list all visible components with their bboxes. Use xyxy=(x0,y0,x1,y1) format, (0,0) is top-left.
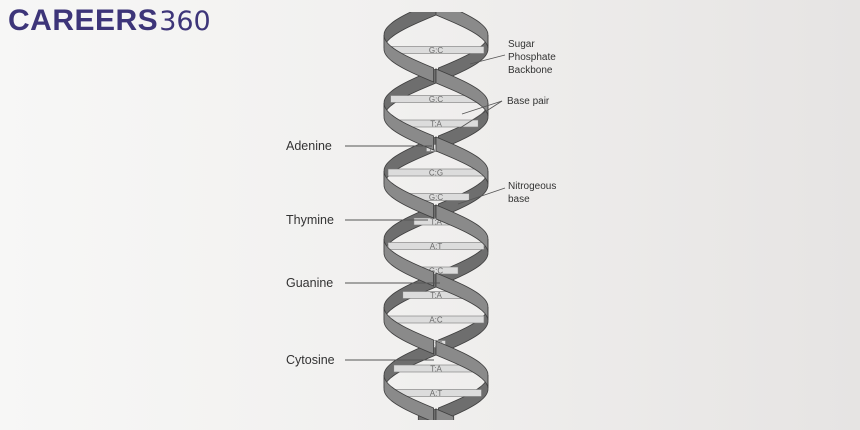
base-pair-label: G:C xyxy=(429,46,443,55)
backbone-strand-b xyxy=(435,68,489,117)
backbone-leader xyxy=(469,54,506,65)
label-backbone: Backbone xyxy=(508,65,553,76)
backbone-strand-a xyxy=(435,136,489,185)
label-base: base xyxy=(508,194,530,205)
backbone-front-strand xyxy=(383,12,489,420)
base-pair-label: A:T xyxy=(430,389,443,398)
backbone-strand-b xyxy=(383,170,434,219)
label-nitrogeous: Nitrogeous xyxy=(508,181,556,192)
base-pairs: G:CG:CT:AA:TC:GG:CT:AA:TG:CT:AA:CC:GT:AA… xyxy=(387,46,485,398)
label-sugar: Sugar xyxy=(508,39,535,50)
backbone-strand-b xyxy=(383,12,437,49)
backbone-back-strand xyxy=(383,12,489,420)
logo-wordmark: CAREERS xyxy=(8,4,159,37)
backbone-strand-b xyxy=(383,306,434,355)
base-pair-leader-2 xyxy=(459,100,503,129)
base-pair-label: T:A xyxy=(430,119,442,128)
label-base-pair: Base pair xyxy=(507,96,550,107)
backbone-strand-b xyxy=(383,34,434,83)
base-pair-label: T:A xyxy=(430,364,442,373)
backbone-strand-a xyxy=(435,272,489,321)
right-leaders xyxy=(457,54,506,205)
base-pair-label: C:G xyxy=(429,168,443,177)
base-pair-label: A:C xyxy=(429,315,443,324)
left-leaders xyxy=(345,145,440,361)
label-thymine: Thymine xyxy=(286,213,334,227)
label-phosphate: Phosphate xyxy=(508,52,556,63)
base-pair-label: T:A xyxy=(430,291,442,300)
backbone-strand-a xyxy=(383,102,434,151)
backbone-strand-b xyxy=(435,204,489,253)
base-pair-label: G:C xyxy=(429,95,443,104)
label-adenine: Adenine xyxy=(286,139,332,153)
base-pair-label: G:C xyxy=(429,266,443,275)
backbone-strand-a xyxy=(435,408,455,420)
label-guanine: Guanine xyxy=(286,276,333,290)
label-cytosine: Cytosine xyxy=(286,353,335,367)
base-pair-label: G:C xyxy=(429,193,443,202)
backbone-strand-a xyxy=(435,12,489,49)
backbone-strand-b xyxy=(435,340,489,389)
backbone-strand-b xyxy=(438,374,489,420)
backbone-strand-a xyxy=(383,374,434,420)
base-pair-leader-1 xyxy=(461,100,503,115)
logo-number: 360 xyxy=(159,6,211,37)
base-pair-rung xyxy=(387,242,485,250)
base-pair-label: T:A xyxy=(430,217,442,226)
base-pair-label: A:T xyxy=(430,242,443,251)
backbone-strand-a xyxy=(383,238,434,287)
nitrogeous-base-leader xyxy=(457,187,506,205)
